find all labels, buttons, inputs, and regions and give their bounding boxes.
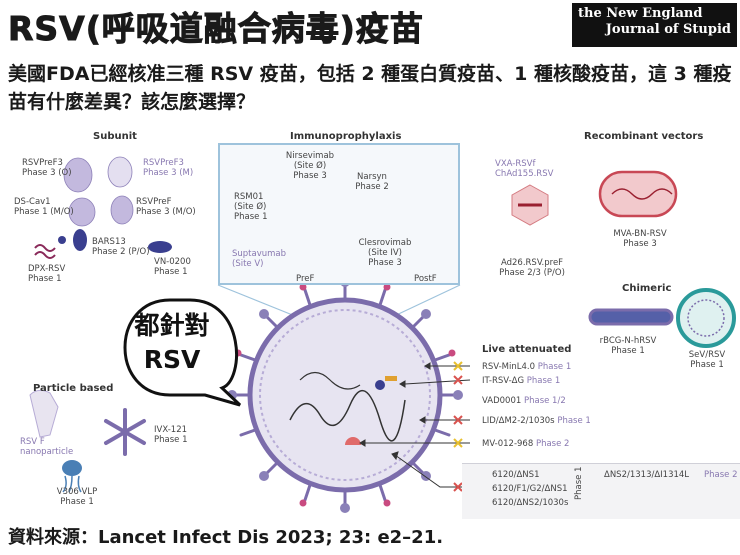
label-nirsevimab: Nirsevimab(Site Ø)Phase 3 bbox=[285, 151, 335, 181]
label-rsm01: RSM01(Site Ø)Phase 1 bbox=[234, 192, 268, 222]
label-suptavumab: Suptavumab(Site V) bbox=[232, 249, 287, 269]
live-table-extra: ΔNS2/1313/ΔI1314L bbox=[604, 470, 690, 480]
page-title: RSV(呼吸道融合病毒)疫苗 bbox=[8, 9, 424, 49]
bars13-icon bbox=[58, 229, 87, 251]
live-table-row: 6120/ΔNS1 bbox=[492, 470, 540, 480]
section-recombinant: Recombinant vectors bbox=[584, 131, 704, 142]
brand-line-1: the New England bbox=[578, 6, 703, 21]
label-postf: PostF bbox=[414, 274, 437, 284]
live-table-row: 6120/ΔNS2/1030s bbox=[492, 498, 569, 508]
speech-bubble bbox=[123, 298, 242, 407]
live-table-phase2: Phase 2 bbox=[704, 470, 738, 480]
live-pointer-lines bbox=[359, 362, 471, 488]
zoom-lines bbox=[217, 284, 461, 319]
rbcg-vector bbox=[588, 308, 674, 326]
live-item: RSV-MinL4.0 Phase 1 bbox=[482, 362, 572, 372]
immunoprophylaxis-panel bbox=[218, 143, 460, 285]
gene-deletion-marks bbox=[453, 361, 463, 492]
brand-line-2: Journal of Stupid bbox=[605, 22, 731, 37]
live-item: MV-012-968 Phase 2 bbox=[482, 439, 570, 449]
brand-logo: the New England Journal of Stupid bbox=[572, 3, 737, 47]
v306-vlp bbox=[62, 460, 82, 493]
section-immuno: Immunoprophylaxis bbox=[290, 131, 402, 142]
ad26-vector bbox=[511, 184, 549, 226]
mva-vector bbox=[598, 170, 678, 218]
label-clesrovimab: Clesrovimab(Site IV)Phase 3 bbox=[358, 238, 412, 268]
live-phase-table bbox=[462, 463, 740, 519]
sev-vector bbox=[676, 288, 736, 348]
ivx-nanoparticle bbox=[104, 408, 146, 456]
section-chimeric: Chimeric bbox=[622, 283, 672, 294]
live-item: IT-RSV-ΔG Phase 1 bbox=[482, 376, 561, 386]
live-item: VAD0001 Phase 1/2 bbox=[482, 396, 566, 406]
live-table-phase1: Phase 1 bbox=[574, 466, 584, 501]
dpx-icon bbox=[34, 244, 56, 259]
section-particle: Particle based bbox=[33, 383, 114, 394]
source-citation: 資料來源：Lancet Infect Dis 2023; 23: e2–21. bbox=[8, 527, 444, 548]
section-live: Live attenuated bbox=[482, 344, 572, 355]
live-table-row: 6120/F1/G2/ΔNS1 bbox=[492, 484, 568, 494]
section-subunit: Subunit bbox=[93, 131, 137, 142]
page-subtitle: 美國FDA已經核准三種 RSV 疫苗，包括 2 種蛋白質疫苗、1 種核酸疫苗，這… bbox=[8, 63, 732, 113]
live-item: LID/ΔM2-2/1030s Phase 1 bbox=[482, 416, 591, 426]
subunit-proteins bbox=[63, 156, 134, 227]
label-pref: PreF bbox=[296, 274, 315, 284]
vn0200-icon bbox=[148, 241, 172, 253]
rsvf-nanoparticle bbox=[29, 389, 59, 438]
